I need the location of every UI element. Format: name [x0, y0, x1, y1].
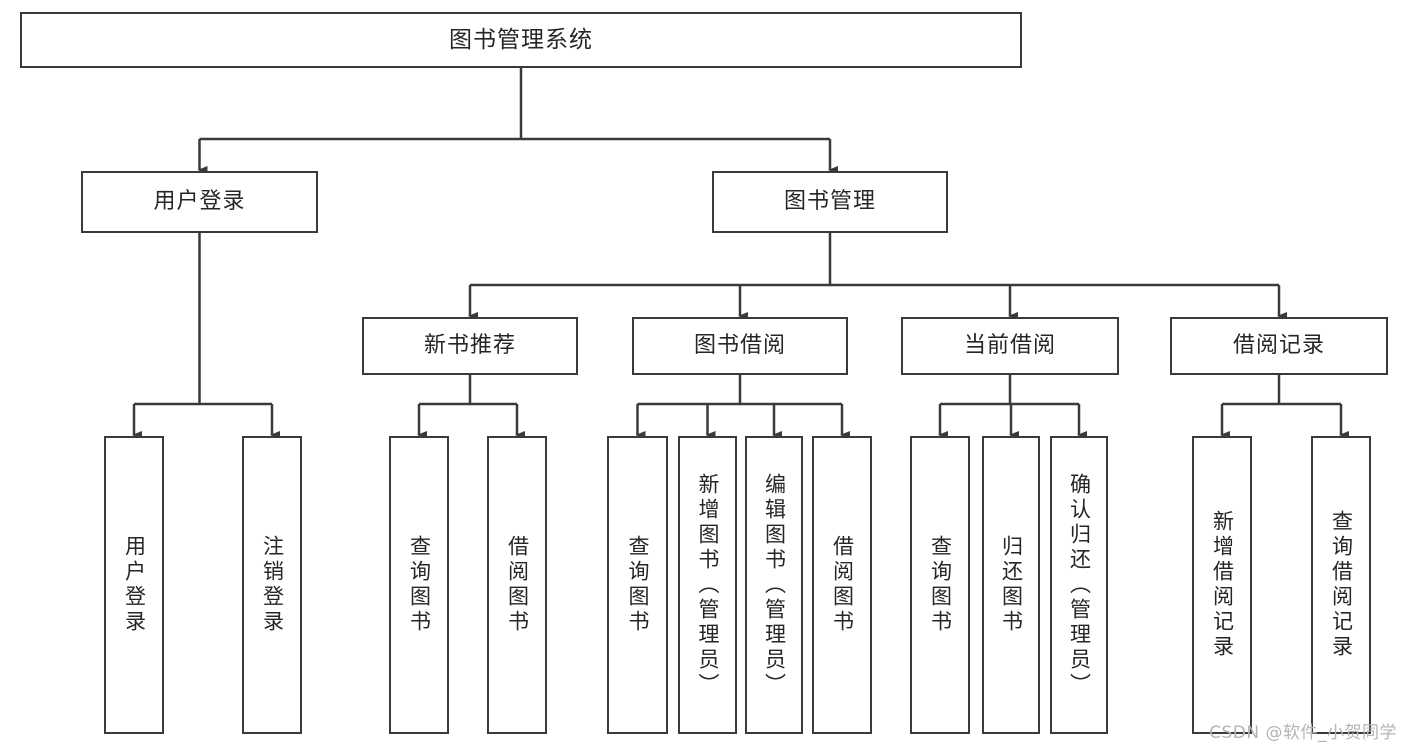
node-leaf-query-book-c[interactable]: 查询图书 — [910, 436, 970, 734]
node-leaf-logout[interactable]: 注销登录 — [242, 436, 302, 734]
node-label: 借阅图书 — [830, 535, 855, 635]
node-label: 图书借阅 — [693, 333, 786, 359]
node-label: 用户登录 — [153, 189, 246, 215]
node-label: 确认归还（管理员） — [1067, 472, 1092, 698]
node-label: 查询图书 — [626, 535, 650, 635]
node-label: 用户登录 — [122, 535, 147, 635]
node-leaf-query-book-b[interactable]: 查询图书 — [607, 436, 668, 734]
node-new-book-recommendation[interactable]: 新书推荐 — [362, 317, 578, 375]
node-label: 借阅图书 — [505, 535, 530, 635]
node-leaf-add-borrow-record[interactable]: 新增借阅记录 — [1192, 436, 1252, 734]
node-label: 当前借阅 — [963, 333, 1056, 359]
node-book-borrowing[interactable]: 图书借阅 — [632, 317, 848, 375]
node-current-borrowing[interactable]: 当前借阅 — [901, 317, 1119, 375]
node-leaf-confirm-return-admin[interactable]: 确认归还（管理员） — [1050, 436, 1108, 734]
node-label: 编辑图书（管理员） — [762, 472, 787, 698]
node-label: 图书管理 — [783, 189, 876, 215]
node-leaf-edit-book-admin[interactable]: 编辑图书（管理员） — [745, 436, 803, 734]
node-leaf-borrow-book-b[interactable]: 借阅图书 — [812, 436, 872, 734]
node-leaf-query-borrow-record[interactable]: 查询借阅记录 — [1311, 436, 1371, 734]
edge-group — [132, 68, 1349, 439]
node-label: 查询图书 — [928, 535, 953, 635]
node-label: 查询借阅记录 — [1329, 510, 1354, 660]
node-leaf-user-login[interactable]: 用户登录 — [104, 436, 164, 734]
node-borrowing-records[interactable]: 借阅记录 — [1170, 317, 1388, 375]
node-label: 归还图书 — [999, 535, 1024, 635]
node-label: 新书推荐 — [423, 333, 516, 359]
node-book-management-system[interactable]: 图书管理系统 — [20, 12, 1022, 68]
node-leaf-query-book-a[interactable]: 查询图书 — [389, 436, 449, 734]
node-book-management[interactable]: 图书管理 — [712, 171, 948, 233]
node-label: 注销登录 — [260, 535, 285, 635]
node-user-login[interactable]: 用户登录 — [81, 171, 318, 233]
node-label: 图书管理系统 — [449, 26, 593, 53]
node-label: 新增图书（管理员） — [696, 472, 720, 698]
node-label: 借阅记录 — [1232, 333, 1325, 359]
node-label: 查询图书 — [407, 535, 432, 635]
node-leaf-borrow-book-a[interactable]: 借阅图书 — [487, 436, 547, 734]
node-leaf-return-book[interactable]: 归还图书 — [982, 436, 1040, 734]
node-leaf-add-book-admin[interactable]: 新增图书（管理员） — [678, 436, 737, 734]
node-label: 新增借阅记录 — [1210, 510, 1235, 660]
